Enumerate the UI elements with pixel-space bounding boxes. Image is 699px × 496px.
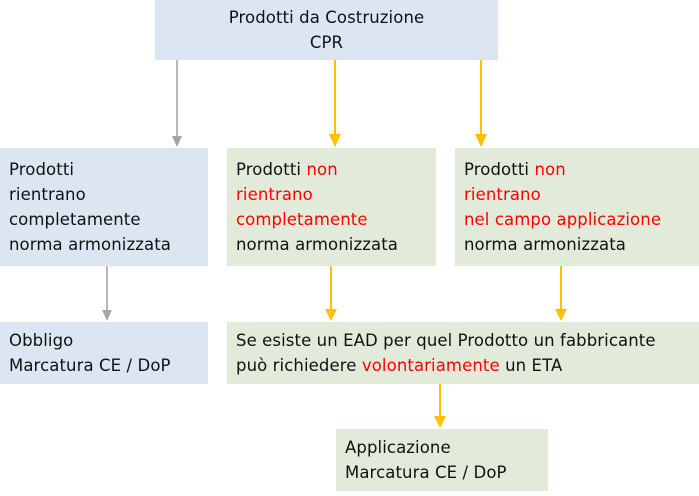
node-ead-line2-a: può richiedere xyxy=(236,356,357,375)
node-harmonized-line1: Prodotti xyxy=(9,160,75,179)
node-ead-line2-red: volontariamente xyxy=(361,356,500,375)
node-not-fully-line4: norma armonizzata xyxy=(236,235,399,254)
node-not-fully-line2: rientrano xyxy=(236,185,313,204)
node-out-of-scope-line1-black: Prodotti xyxy=(464,160,530,179)
node-root-line1: Prodotti da Costruzione xyxy=(228,8,425,27)
node-not-fully-line1-black: Prodotti xyxy=(236,160,302,179)
node-not-fully-line1: Prodotti non xyxy=(236,157,338,182)
arrow-root-to-out-of-scope xyxy=(473,60,489,148)
node-out-of-scope-line1: Prodotti non xyxy=(464,157,566,182)
arrow-not-fully-to-ead xyxy=(323,266,339,322)
arrow-out-of-scope-to-ead xyxy=(553,266,569,322)
node-ead-line1: Se esiste un EAD per quel Prodotto un fa… xyxy=(236,331,656,350)
node-obbligo-marcatura-ce-dop: Obbligo Marcatura CE / DoP xyxy=(0,322,208,384)
arrow-root-to-harmonized xyxy=(170,60,184,148)
node-out-of-scope-line1-red: non xyxy=(534,160,566,179)
node-out-of-scope-line4: norma armonizzata xyxy=(464,235,627,254)
node-harmonized-line3: completamente xyxy=(9,210,141,229)
arrow-ead-to-application xyxy=(432,384,448,429)
node-obligation-line1: Obbligo xyxy=(9,331,74,350)
node-prodotti-non-rientrano-completamente: Prodotti non rientrano completamente nor… xyxy=(227,148,436,266)
node-applicazione-marcatura-ce-dop: Applicazione Marcatura CE / DoP xyxy=(336,429,548,491)
node-out-of-scope-line2: rientrano xyxy=(464,185,541,204)
node-ead-eta: Se esiste un EAD per quel Prodotto un fa… xyxy=(227,322,699,384)
node-ead-line2: può richiedere volontariamente un ETA xyxy=(236,353,562,378)
node-prodotti-rientrano-completamente: Prodotti rientrano completamente norma a… xyxy=(0,148,208,266)
node-harmonized-line2: rientrano xyxy=(9,185,86,204)
node-prodotti-da-costruzione-cpr: Prodotti da Costruzione CPR xyxy=(155,0,498,60)
node-prodotti-non-rientrano-campo-applicazione: Prodotti non rientrano nel campo applica… xyxy=(455,148,699,266)
node-application-line2: Marcatura CE / DoP xyxy=(345,463,507,482)
arrow-harmonized-to-obligation xyxy=(100,266,114,322)
node-ead-line2-b: un ETA xyxy=(505,356,563,375)
arrow-root-to-not-fully xyxy=(327,60,343,148)
node-not-fully-line1-red: non xyxy=(306,160,338,179)
node-obligation-line2: Marcatura CE / DoP xyxy=(9,356,171,375)
node-root-line2: CPR xyxy=(309,33,344,52)
node-application-line1: Applicazione xyxy=(345,438,451,457)
node-out-of-scope-line3: nel campo applicazione xyxy=(464,210,662,229)
node-harmonized-line4: norma armonizzata xyxy=(9,235,172,254)
node-not-fully-line3: completamente xyxy=(236,210,368,229)
